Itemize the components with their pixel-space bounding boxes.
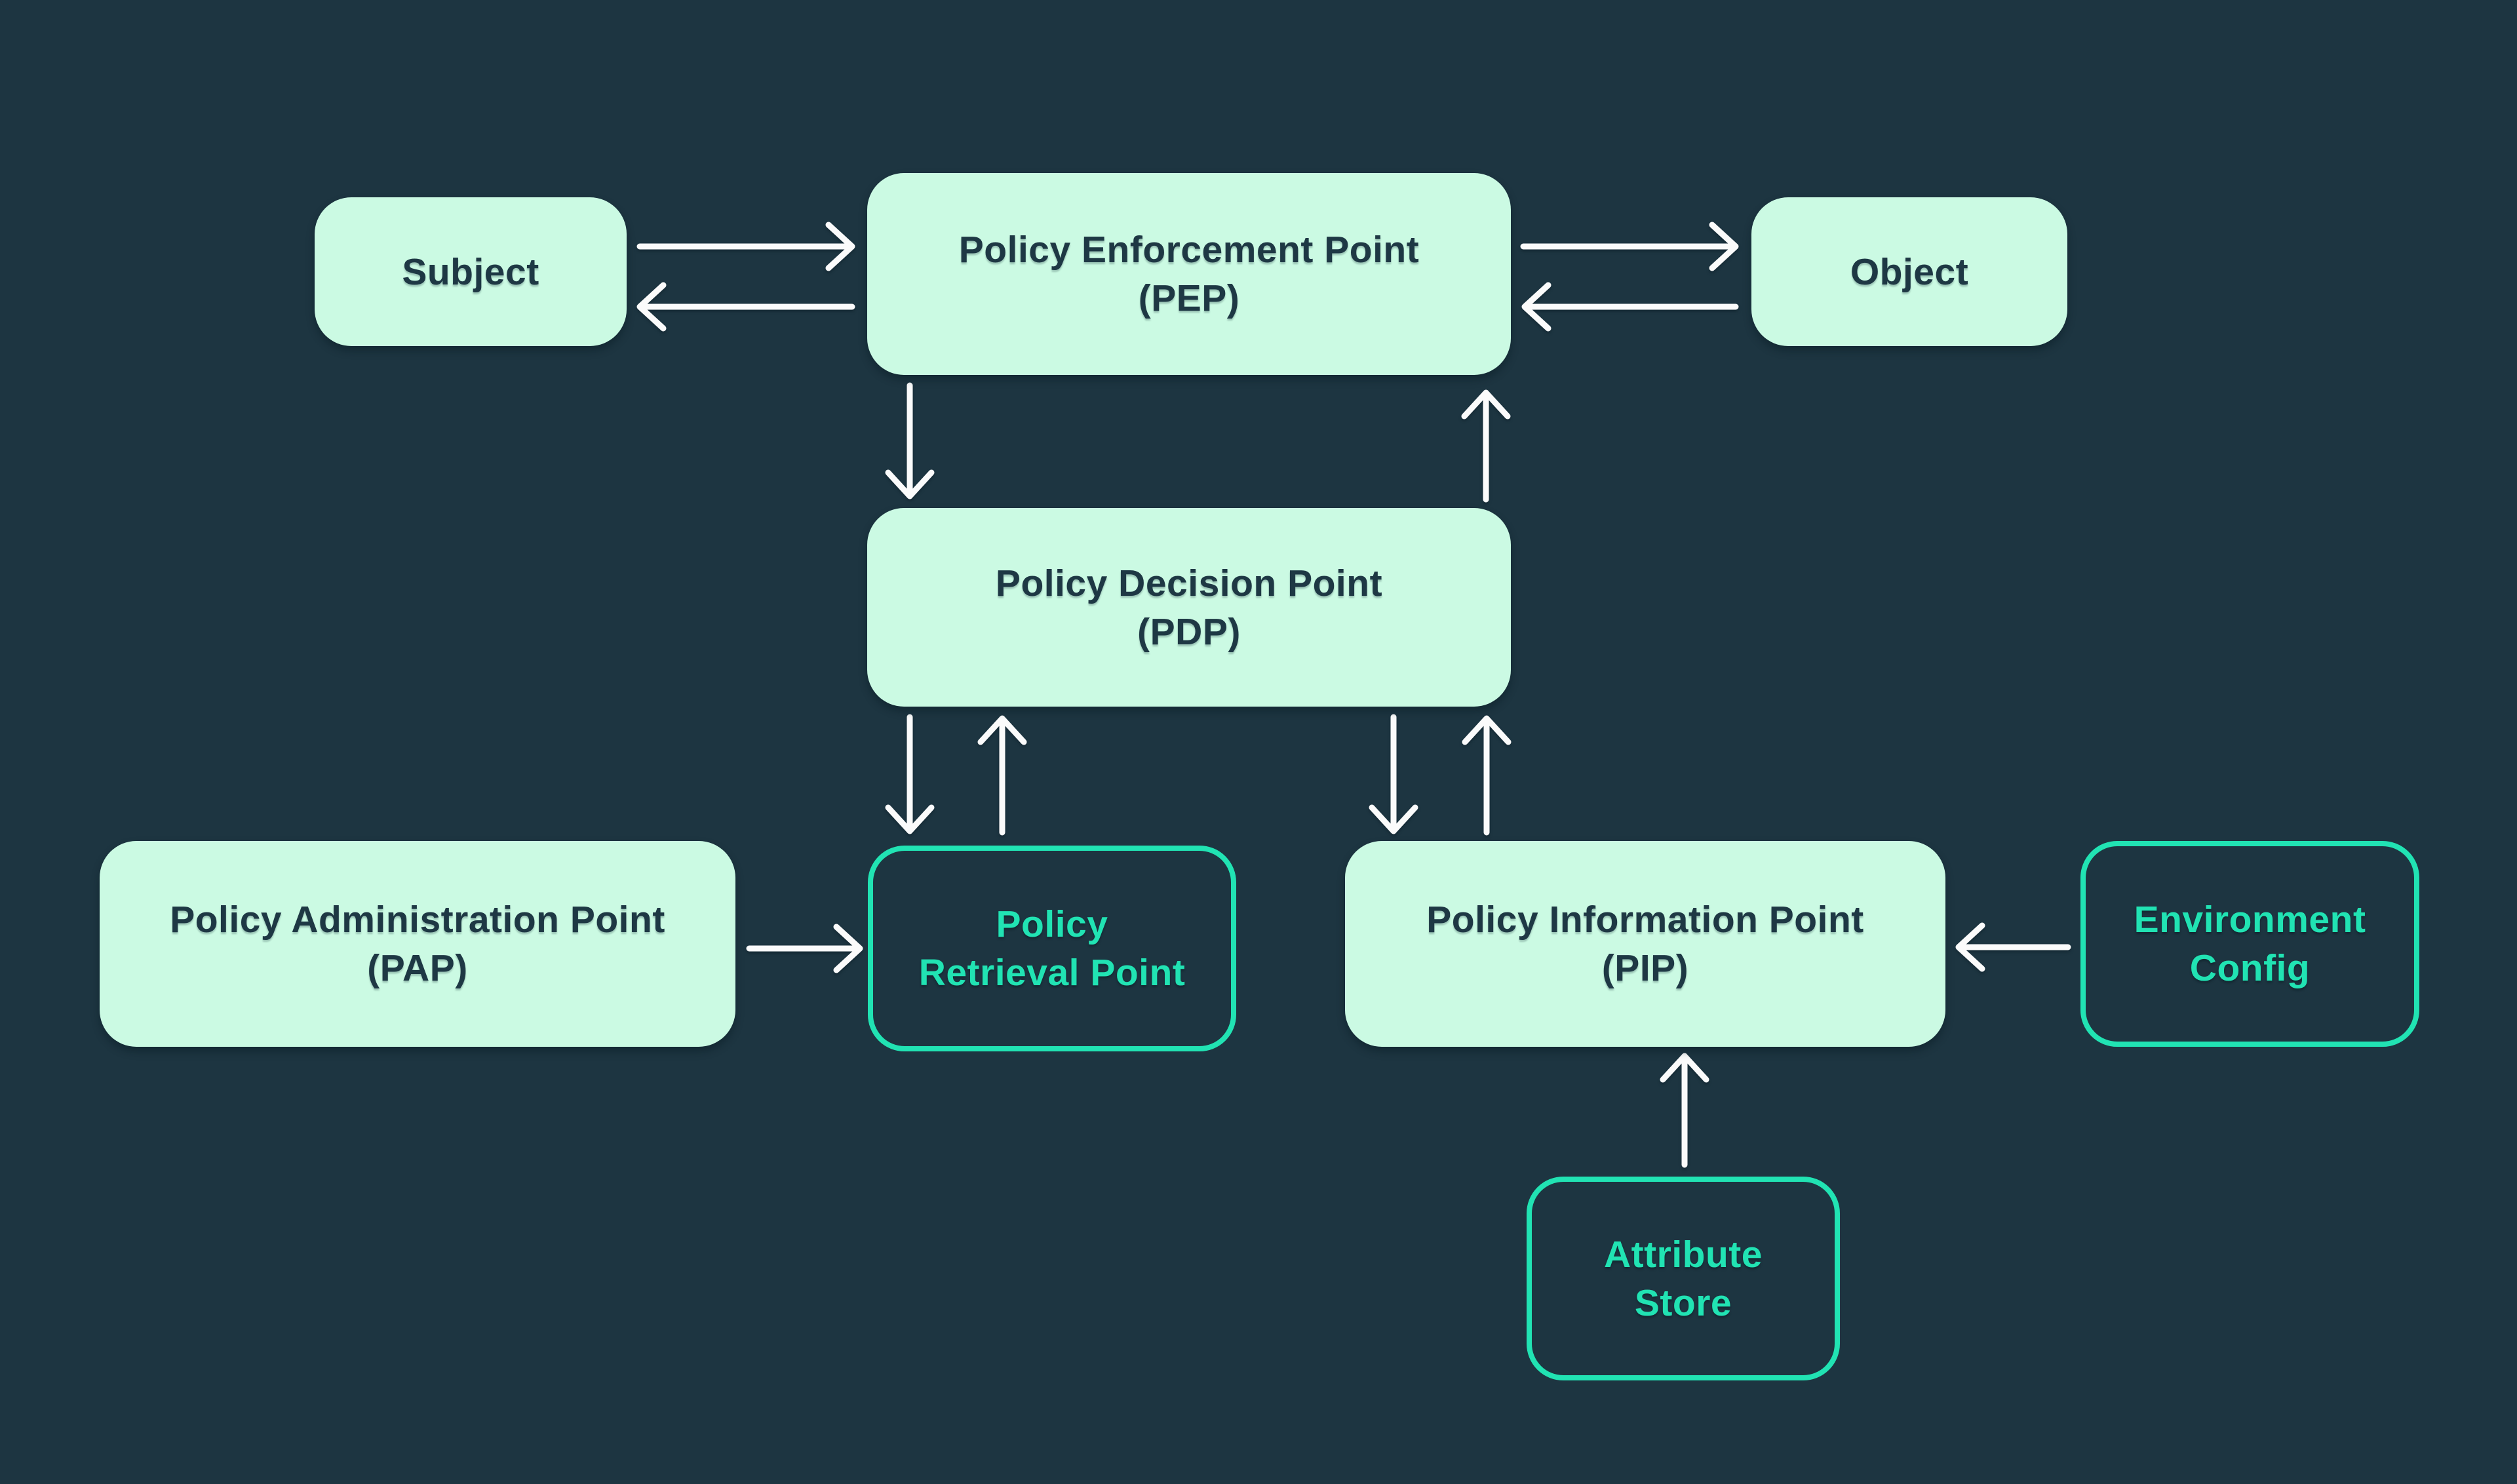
arrow-subject-to-pep bbox=[636, 222, 855, 271]
arrow-pap-to-prp bbox=[746, 924, 863, 973]
node-pap: Policy Administration Point (PAP) bbox=[100, 841, 735, 1047]
node-pep: Policy Enforcement Point (PEP) bbox=[867, 173, 1511, 375]
arrow-pip-to-pdp bbox=[1462, 715, 1512, 836]
node-environment-config: Environment Config bbox=[2080, 841, 2419, 1047]
arrow-attribute-store-to-pip bbox=[1660, 1053, 1709, 1168]
node-attribute-store: Attribute Store bbox=[1527, 1177, 1840, 1380]
arrow-pdp-to-pip bbox=[1369, 714, 1418, 834]
node-prp-label-line2: Retrieval Point bbox=[918, 952, 1186, 994]
arrow-env-config-to-pip bbox=[1955, 922, 2071, 972]
node-pdp-label-line2: (PDP) bbox=[1137, 610, 1241, 653]
arrow-pdp-to-prp bbox=[885, 714, 935, 834]
arrow-pep-to-pdp bbox=[885, 382, 935, 499]
node-pip: Policy Information Point (PIP) bbox=[1345, 841, 1945, 1047]
node-object-label: Object bbox=[1850, 250, 1969, 293]
arrow-object-to-pep bbox=[1521, 282, 1739, 332]
node-pap-label-line2: (PAP) bbox=[367, 947, 468, 989]
node-environment-config-label-line1: Environment bbox=[2134, 899, 2366, 941]
node-pep-label-line2: (PEP) bbox=[1138, 277, 1240, 319]
node-pep-label-line1: Policy Enforcement Point bbox=[958, 229, 1420, 271]
node-prp: Policy Retrieval Point bbox=[868, 846, 1236, 1051]
node-prp-label-line1: Policy bbox=[996, 903, 1108, 945]
node-subject: Subject bbox=[315, 197, 627, 346]
node-pip-label-line1: Policy Information Point bbox=[1426, 899, 1864, 941]
arrow-pdp-to-pep bbox=[1461, 389, 1511, 503]
node-pap-label-line1: Policy Administration Point bbox=[170, 899, 665, 941]
node-pdp-label-line1: Policy Decision Point bbox=[995, 562, 1383, 604]
node-pdp: Policy Decision Point (PDP) bbox=[867, 508, 1511, 707]
node-attribute-store-label-line1: Attribute bbox=[1604, 1233, 1763, 1276]
node-subject-label: Subject bbox=[402, 250, 539, 293]
arrow-pep-to-subject bbox=[636, 282, 855, 332]
node-environment-config-label-line2: Config bbox=[2189, 947, 2311, 989]
arrow-pep-to-object bbox=[1520, 222, 1739, 271]
node-pip-label-line2: (PIP) bbox=[1601, 947, 1689, 989]
node-attribute-store-label-line2: Store bbox=[1634, 1281, 1732, 1324]
arrow-prp-to-pdp bbox=[977, 715, 1027, 836]
node-object: Object bbox=[1751, 197, 2067, 346]
